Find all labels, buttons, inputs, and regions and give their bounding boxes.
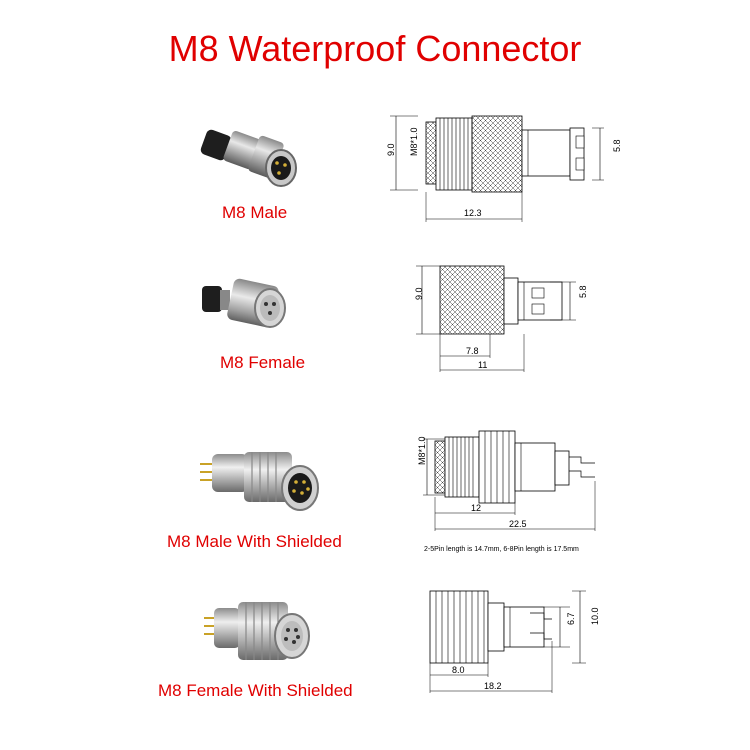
product-label-male: M8 Male bbox=[222, 203, 288, 222]
dim-label: 8.0 bbox=[452, 665, 465, 675]
female-shielded-dimension-drawing: 6.7 10.0 8.0 18.2 bbox=[429, 590, 600, 693]
pin-length-note: 2-5Pin length is 14.7mm, 6-8Pin length i… bbox=[424, 546, 579, 553]
dim-label: 12 bbox=[471, 503, 481, 513]
male-shielded-connector-photo bbox=[200, 452, 319, 511]
dim-label: 18.2 bbox=[484, 681, 502, 691]
dim-label: 22.5 bbox=[509, 519, 527, 529]
dim-label: 9.0 bbox=[386, 143, 396, 156]
male-connector-photo bbox=[200, 129, 297, 187]
male-shielded-dimension-drawing: M8*1.0 12 22.5 bbox=[417, 430, 596, 531]
dim-label: 12.3 bbox=[464, 208, 482, 218]
dim-label: 5.8 bbox=[612, 139, 622, 152]
female-dimension-drawing: 9.0 5.8 7.8 11 bbox=[414, 265, 588, 372]
female-shielded-connector-photo bbox=[204, 602, 310, 660]
page-title: M8 Waterproof Connector bbox=[168, 28, 582, 69]
dim-label: M8*1.0 bbox=[409, 127, 419, 156]
female-connector-photo bbox=[202, 278, 286, 328]
product-label-male-shielded: M8 Male With Shielded bbox=[167, 532, 342, 551]
dim-label: 7.8 bbox=[466, 346, 479, 356]
product-label-female-shielded: M8 Female With Shielded bbox=[158, 681, 353, 700]
product-label-female: M8 Female bbox=[220, 353, 306, 372]
dim-label: 9.0 bbox=[414, 287, 424, 300]
dim-label: 11 bbox=[478, 360, 487, 370]
male-dimension-drawing: 9.0 M8*1.0 5.8 12.3 bbox=[386, 115, 622, 222]
dim-label: 5.8 bbox=[578, 285, 588, 298]
dim-label: 10.0 bbox=[590, 607, 600, 625]
dim-label: M8*1.0 bbox=[417, 436, 427, 465]
dim-label: 6.7 bbox=[566, 612, 576, 625]
